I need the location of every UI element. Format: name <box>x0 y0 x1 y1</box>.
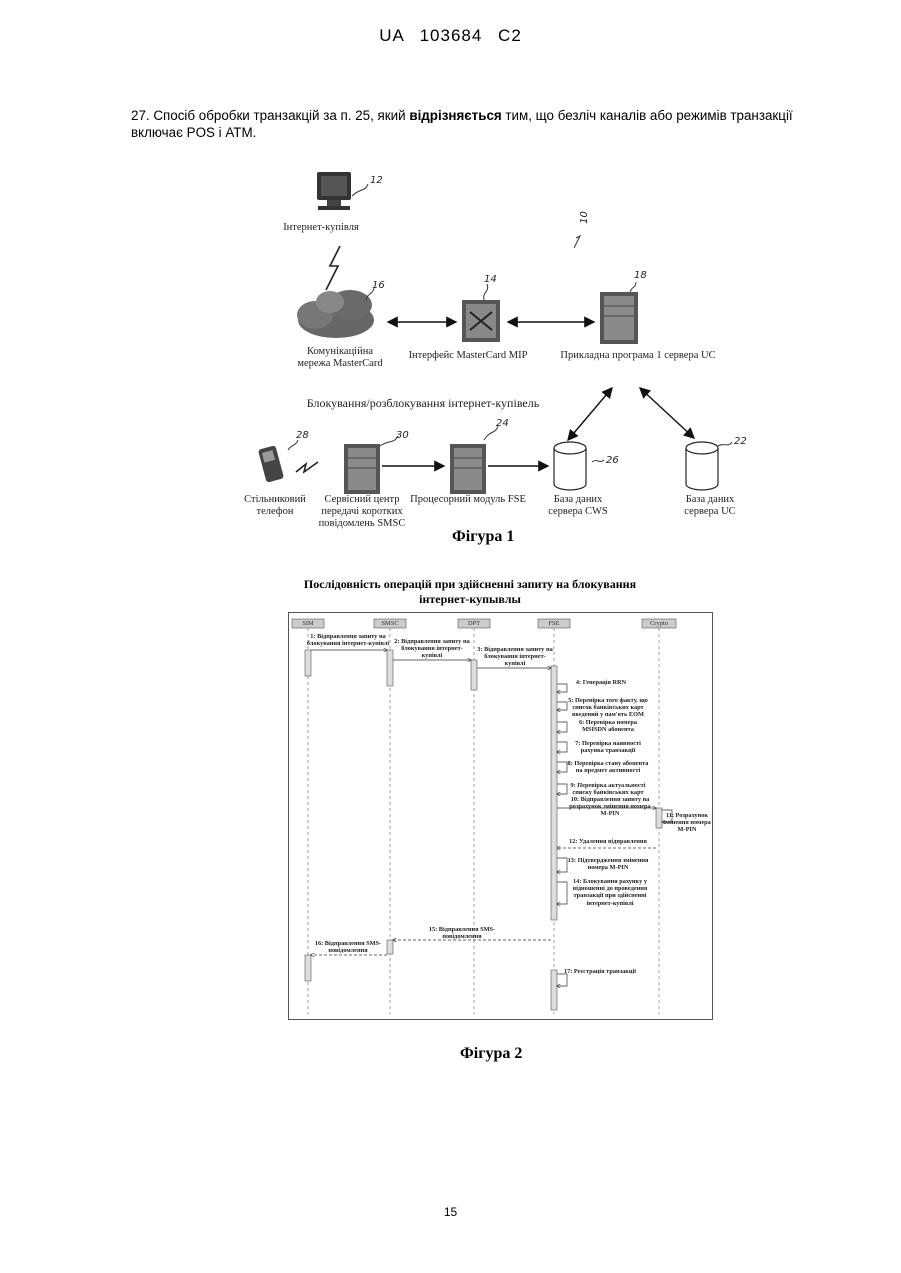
label-uc-app: Прикладна програма 1 сервера UC <box>548 350 728 362</box>
ref-26: 26 <box>606 455 619 466</box>
network-cloud-icon <box>297 290 374 338</box>
message-7: 7: Перевірка наявності рахунка транзакці… <box>566 740 650 754</box>
lifeline-crypto: Crypto <box>642 620 676 627</box>
figure-2-caption: Фігура 2 <box>460 1045 522 1063</box>
message-11: 11: Розрахунок змінення номера M-PIN <box>662 812 712 834</box>
ref-30: 30 <box>396 430 409 441</box>
database-cws-icon <box>554 442 586 490</box>
label-network: Комунікаційна мережа MasterCard <box>290 346 390 370</box>
switch-icon <box>462 300 500 342</box>
message-15: 15: Відправлення SMS-повідомлення <box>420 926 504 940</box>
label-smsc: Сервісний центр передачі коротких повідо… <box>312 494 412 530</box>
label-interface: Інтерфейс MasterCard MIP <box>398 350 538 362</box>
lifeline-fse: FSE <box>538 620 570 627</box>
message-2: 2: Відправлення запиту на блокування інт… <box>392 638 472 660</box>
server-uc-icon <box>600 292 638 344</box>
message-12: 12: Удалення відправлення <box>560 838 656 845</box>
wireless-link-icon-2 <box>296 462 318 472</box>
ref-16: 16 <box>372 280 385 291</box>
database-uc-icon <box>686 442 718 490</box>
message-9: 9: Перевірка актуальності списку банківс… <box>566 782 650 796</box>
figure-1: Інтернет-купівля Комунікаційна мережа Ma… <box>0 0 901 560</box>
page-number: 15 <box>0 1205 901 1219</box>
ref-28: 28 <box>296 430 309 441</box>
label-blocking: Блокування/розблокування інтернет-купіве… <box>278 397 568 409</box>
message-3: 3: Відправлення запиту на блокування інт… <box>476 646 554 668</box>
mobile-phone-icon <box>258 445 284 483</box>
figure-1-caption: Фігура 1 <box>452 528 514 546</box>
figure-1-drawing <box>0 0 901 560</box>
ref-10: 10 <box>579 211 590 224</box>
message-10: 10: Відправлення запиту на розрахунок зм… <box>566 796 654 818</box>
lifeline-dpt: DPT <box>458 620 490 627</box>
server-fse-icon <box>450 444 486 494</box>
server-smsc-icon <box>344 444 380 494</box>
ref-22: 22 <box>734 436 747 447</box>
message-17: 17: Реєстрація транзакції <box>560 968 640 975</box>
message-14: 14: Блокування рахунку у відношенні до п… <box>566 878 654 907</box>
message-4: 4: Генерація RRN <box>566 679 636 686</box>
message-6: 6: Перевірка номера MSISDN абонента <box>566 719 650 733</box>
ref-12: 12 <box>370 175 383 186</box>
lifeline-smsc: SMSC <box>374 620 406 627</box>
message-1: 1: Відправлення запиту на блокування інт… <box>306 633 390 647</box>
wireless-link-icon <box>326 246 340 290</box>
label-internet-shopping: Інтернет-купівля <box>266 222 376 234</box>
message-13: 13: Підтвердження змінення номера M-PIN <box>566 857 650 871</box>
label-cws-db: База даних сервера CWS <box>536 494 620 518</box>
label-fse: Процесорний модуль FSE <box>408 494 528 506</box>
message-5: 5: Перевірка того факту, що список банкі… <box>566 697 650 719</box>
message-8: 8: Перевірка стану абонента на предмет а… <box>566 760 650 774</box>
ref-14: 14 <box>484 274 497 285</box>
label-uc-db: База даних сервера UC <box>668 494 752 518</box>
label-phone: Стільниковий телефон <box>240 494 310 518</box>
ref-24: 24 <box>496 418 509 429</box>
lifeline-sim: SIM <box>292 620 324 627</box>
figure-2-title: Послідовність операцій при здійсненні за… <box>300 577 640 607</box>
ref-18: 18 <box>634 270 647 281</box>
monitor-icon <box>317 172 351 210</box>
message-16: 16: Відправлення SMS-повідомлення <box>312 940 384 954</box>
